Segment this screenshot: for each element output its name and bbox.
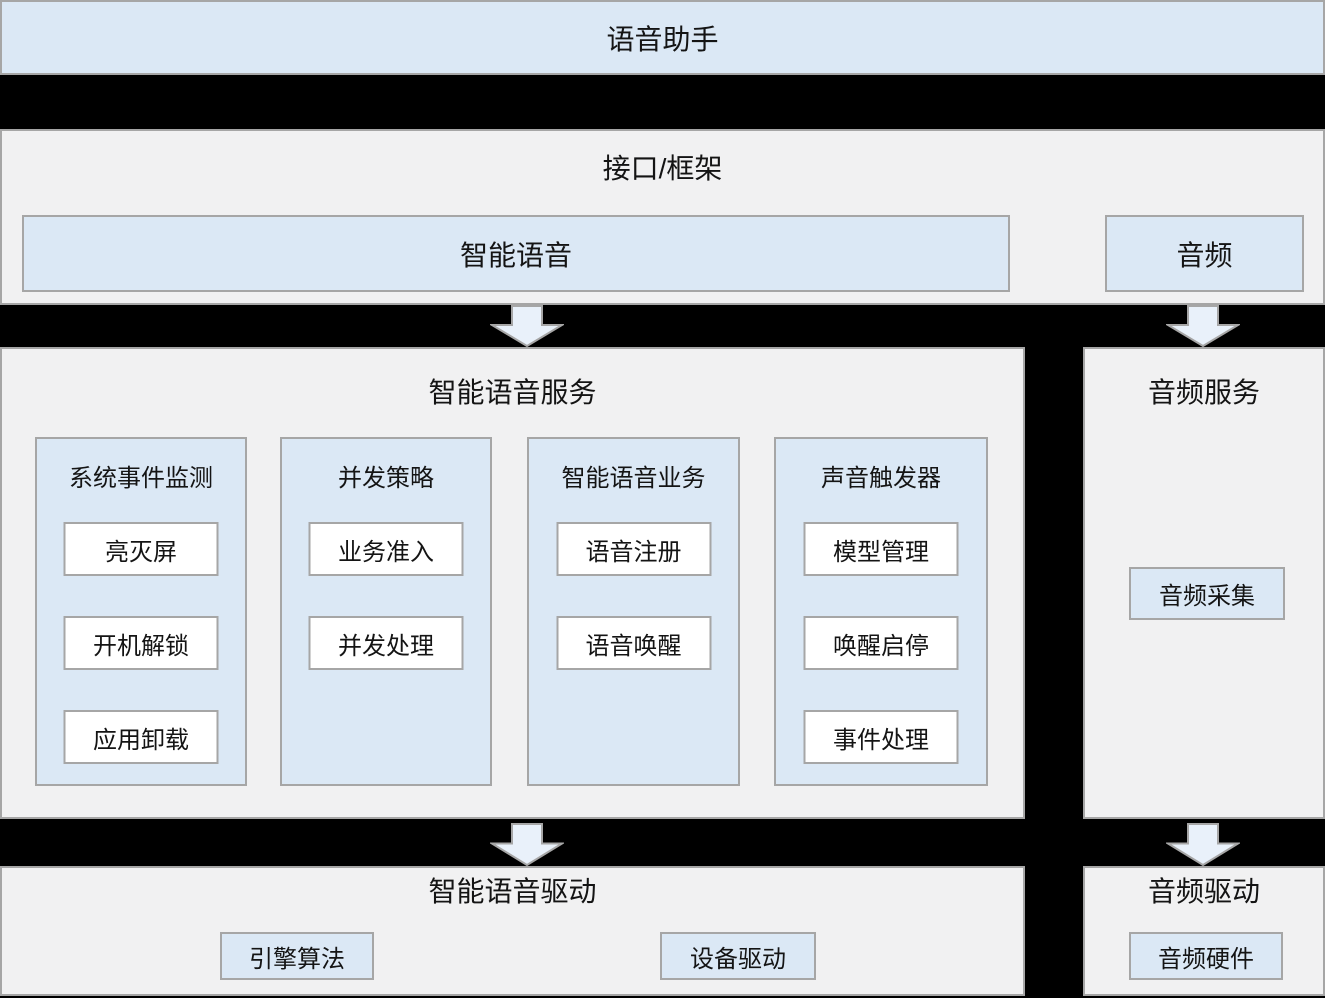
column-sound-trigger: 声音触发器 模型管理 唤醒启停 事件处理 <box>774 437 988 786</box>
engine-algorithm-box: 引擎算法 <box>220 932 374 980</box>
column-item: 并发处理 <box>308 616 464 670</box>
item-label: 应用卸载 <box>93 726 189 754</box>
column-item: 业务准入 <box>308 522 464 576</box>
audio-interface-label: 音频 <box>1176 239 1233 271</box>
item-label: 模型管理 <box>833 538 929 566</box>
intelligent-voice-interface-box: 智能语音 <box>22 215 1010 292</box>
framework-section: 接口/框架 智能语音 音频 <box>0 129 1325 305</box>
column-item: 事件处理 <box>803 710 959 764</box>
voice-service-title: 智能语音服务 <box>428 377 597 408</box>
column-item: 语音唤醒 <box>556 616 711 670</box>
column-item: 唤醒启停 <box>803 616 959 670</box>
column-title: 系统事件监测 <box>69 465 213 492</box>
voice-service-section: 智能语音服务 系统事件监测 亮灭屏 开机解锁 应用卸载 并发策略 业务准入 并发… <box>0 347 1025 819</box>
column-item: 亮灭屏 <box>63 522 219 576</box>
device-driver-box: 设备驱动 <box>660 932 816 980</box>
audio-capture-box: 音频采集 <box>1129 567 1285 620</box>
item-label: 唤醒启停 <box>833 632 929 660</box>
intelligent-voice-interface-label: 智能语音 <box>459 239 572 271</box>
column-item: 语音注册 <box>556 522 711 576</box>
voice-driver-title: 智能语音驱动 <box>428 876 597 907</box>
audio-service-title: 音频服务 <box>1147 377 1260 408</box>
engine-algorithm-label: 引擎算法 <box>249 945 345 973</box>
app-title-bar: 语音助手 <box>0 0 1325 75</box>
column-title: 智能语音业务 <box>561 465 706 492</box>
audio-hardware-box: 音频硬件 <box>1129 932 1283 980</box>
item-label: 业务准入 <box>338 538 434 566</box>
column-item: 应用卸载 <box>63 710 219 764</box>
column-system-event-monitoring: 系统事件监测 亮灭屏 开机解锁 应用卸载 <box>35 437 247 786</box>
audio-driver-section: 音频驱动 音频硬件 <box>1083 866 1325 996</box>
app-title: 语音助手 <box>606 23 719 55</box>
device-driver-label: 设备驱动 <box>690 945 786 973</box>
audio-hardware-label: 音频硬件 <box>1158 945 1254 973</box>
item-label: 事件处理 <box>833 726 929 754</box>
column-title: 并发策略 <box>338 465 434 492</box>
audio-interface-box: 音频 <box>1105 215 1304 292</box>
item-label: 开机解锁 <box>93 632 189 660</box>
column-item: 模型管理 <box>803 522 959 576</box>
down-arrow-icon <box>1166 823 1240 866</box>
down-arrow-icon <box>490 305 564 347</box>
column-intelligent-voice-business: 智能语音业务 语音注册 语音唤醒 <box>527 437 740 786</box>
item-label: 语音注册 <box>585 538 682 566</box>
audio-service-section: 音频服务 音频采集 <box>1083 347 1325 819</box>
audio-capture-label: 音频采集 <box>1159 583 1255 610</box>
down-arrow-icon <box>490 823 564 866</box>
audio-driver-title: 音频驱动 <box>1147 876 1260 907</box>
item-label: 语音唤醒 <box>585 632 682 660</box>
framework-title: 接口/框架 <box>602 153 723 184</box>
column-item: 开机解锁 <box>63 616 219 670</box>
column-concurrency-strategy: 并发策略 业务准入 并发处理 <box>280 437 492 786</box>
voice-driver-section: 智能语音驱动 引擎算法 设备驱动 <box>0 866 1025 996</box>
column-title: 声音触发器 <box>821 465 941 492</box>
item-label: 并发处理 <box>338 632 434 660</box>
item-label: 亮灭屏 <box>105 538 177 566</box>
down-arrow-icon <box>1166 305 1240 347</box>
